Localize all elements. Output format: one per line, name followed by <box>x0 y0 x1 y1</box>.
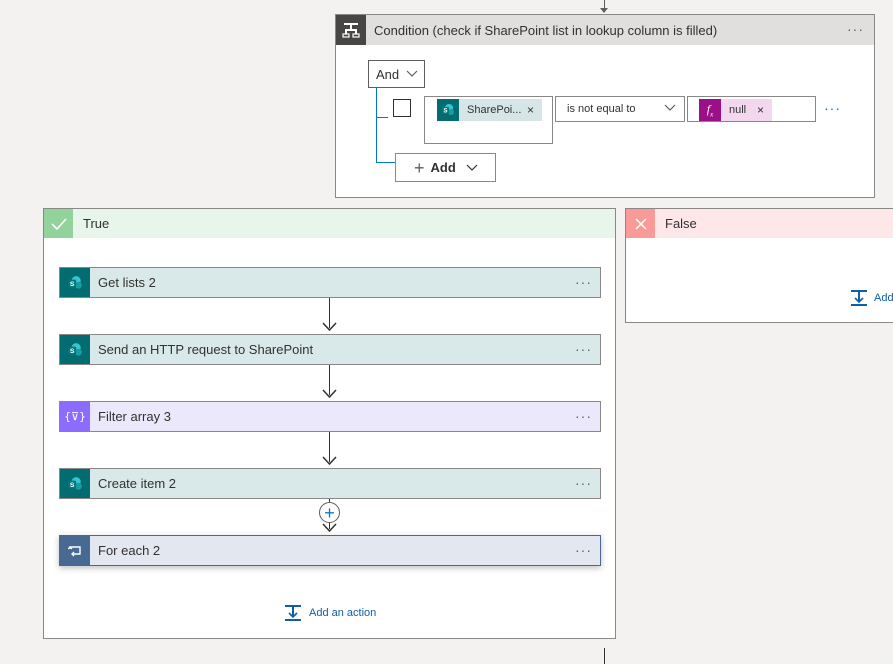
sharepoint-icon: S <box>60 335 90 364</box>
connector-line <box>329 432 330 462</box>
connector-line <box>329 365 330 395</box>
action-card[interactable]: S Create item 2 ··· <box>59 468 601 499</box>
action-card[interactable]: S Send an HTTP request to SharePoint ··· <box>59 334 601 365</box>
action-more-button[interactable]: ··· <box>575 474 592 491</box>
left-operand-token[interactable]: S SharePoi... × <box>437 99 542 121</box>
action-more-button[interactable]: ··· <box>575 407 592 424</box>
row-select-checkbox[interactable] <box>393 99 411 117</box>
true-branch-header[interactable]: True <box>44 209 615 238</box>
top-connector-arrow <box>600 8 608 13</box>
row-more-button[interactable]: ··· <box>824 100 841 116</box>
action-card[interactable]: S Get lists 2 ··· <box>59 267 601 298</box>
add-action-icon <box>851 290 867 306</box>
action-more-button[interactable]: ··· <box>575 273 592 290</box>
sharepoint-icon: S <box>60 268 90 297</box>
false-branch-header[interactable]: False <box>626 209 893 238</box>
add-action-false-button[interactable]: Add <box>850 289 893 307</box>
arrow-down-icon <box>322 322 337 332</box>
svg-text:S: S <box>70 347 75 354</box>
arrow-down-icon <box>322 389 337 399</box>
sharepoint-icon: S <box>60 469 90 498</box>
action-more-button[interactable]: ··· <box>575 340 592 357</box>
close-icon <box>626 209 655 238</box>
chevron-down-icon <box>406 70 418 77</box>
action-title: Get lists 2 <box>98 275 156 290</box>
connector-line <box>329 298 330 328</box>
add-an-action-button[interactable]: Add an action <box>284 604 376 622</box>
condition-header[interactable]: Condition (check if SharePoint list in l… <box>336 15 874 45</box>
add-condition-button[interactable]: + Add <box>395 153 496 182</box>
tree-line <box>376 88 377 162</box>
svg-text:S: S <box>70 481 75 488</box>
true-branch-label: True <box>83 216 110 231</box>
expression-fx-icon: fx <box>699 99 721 121</box>
tree-branch-row <box>376 117 388 118</box>
svg-text:S: S <box>70 280 75 287</box>
condition-card: Condition (check if SharePoint list in l… <box>335 14 875 198</box>
chevron-down-icon <box>466 164 478 171</box>
false-branch-label: False <box>665 216 697 231</box>
operator-select[interactable]: is not equal to <box>555 96 685 122</box>
true-branch-card: True S Get lists 2 ··· S Send an HTTP re… <box>43 208 616 639</box>
action-card[interactable]: {⊽} Filter array 3 ··· <box>59 401 601 432</box>
sharepoint-icon: S <box>437 99 459 121</box>
left-operand-field[interactable]: S SharePoi... × <box>424 96 553 144</box>
group-operator-value: And <box>376 66 400 82</box>
top-connector-line <box>604 0 605 12</box>
false-branch-card: False Add <box>625 208 893 323</box>
action-title: Send an HTTP request to SharePoint <box>98 342 314 357</box>
add-an-action-label: Add an action <box>309 607 377 619</box>
loop-icon <box>60 536 90 565</box>
remove-left-token-button[interactable]: × <box>526 103 534 117</box>
left-operand-label: SharePoi... <box>467 104 522 116</box>
action-title: For each 2 <box>98 543 161 558</box>
condition-title: Condition (check if SharePoint list in l… <box>374 22 718 38</box>
add-action-icon <box>285 605 301 621</box>
add-action-false-label: Add <box>874 292 893 304</box>
tree-branch-add <box>376 162 396 163</box>
chevron-down-icon <box>664 104 676 111</box>
action-more-button[interactable]: ··· <box>575 541 592 558</box>
action-card[interactable]: For each 2 ··· <box>59 535 601 566</box>
right-operand-token[interactable]: fx null × <box>699 99 772 121</box>
action-title: Create item 2 <box>98 476 177 491</box>
plus-icon: + <box>414 157 425 178</box>
arrow-down-icon <box>322 456 337 466</box>
insert-step-button[interactable]: + <box>319 502 340 523</box>
right-operand-label: null <box>729 104 747 116</box>
svg-text:S: S <box>443 109 447 115</box>
group-operator-select[interactable]: And <box>368 60 425 88</box>
remove-right-token-button[interactable]: × <box>756 103 764 117</box>
bottom-connector-line <box>604 648 605 664</box>
add-condition-label: Add <box>430 160 456 175</box>
action-title: Filter array 3 <box>98 409 171 424</box>
arrow-down-icon <box>322 523 337 533</box>
checkmark-icon <box>44 209 73 238</box>
filter-array-icon: {⊽} <box>60 402 90 431</box>
condition-more-button[interactable]: ··· <box>847 21 864 38</box>
condition-icon <box>336 15 366 45</box>
operator-value: is not equal to <box>567 103 636 115</box>
right-operand-field[interactable]: fx null × <box>687 96 816 122</box>
